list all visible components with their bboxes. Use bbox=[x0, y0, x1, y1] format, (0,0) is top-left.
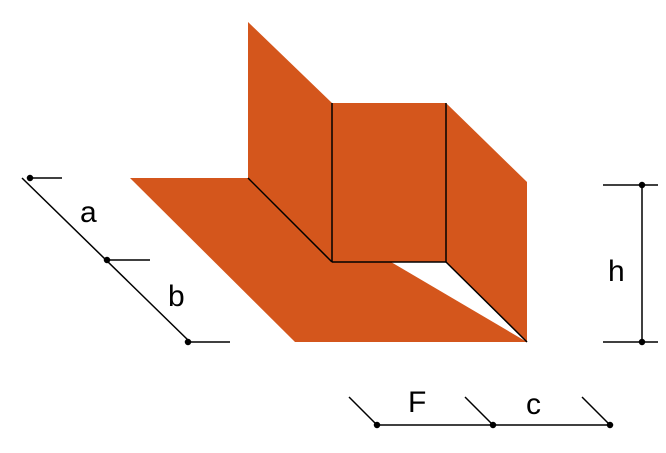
right-flange bbox=[446, 103, 527, 342]
dimension-fc-mid-tick bbox=[464, 396, 496, 428]
base-plate bbox=[130, 178, 527, 342]
dimension-b-end-dot bbox=[184, 338, 192, 346]
dimension-f-start-dot bbox=[373, 421, 381, 429]
label-h: h bbox=[608, 255, 625, 288]
dimension-h-top-dot bbox=[638, 181, 646, 189]
dimension-f-start-tick bbox=[348, 396, 380, 428]
fold-edge-right-base bbox=[445, 261, 528, 343]
fold-edges bbox=[247, 103, 528, 343]
dimension-fc bbox=[348, 396, 614, 429]
dimension-h bbox=[603, 181, 658, 346]
folded-sheet-shape bbox=[130, 22, 527, 342]
label-F: F bbox=[408, 386, 426, 419]
dimension-h-bottom-dot bbox=[638, 338, 646, 346]
dimension-c-end-tick bbox=[581, 396, 613, 428]
left-wall bbox=[248, 22, 332, 262]
dimension-ab-mid-dot bbox=[103, 256, 111, 264]
dimension-ab bbox=[21, 174, 230, 346]
back-panel bbox=[332, 103, 446, 262]
dimension-a-start-dot bbox=[26, 174, 34, 182]
label-a: a bbox=[80, 196, 97, 229]
dimension-c-end-dot bbox=[606, 421, 614, 429]
dimension-fc-mid-dot bbox=[489, 421, 497, 429]
fold-edge-left-base bbox=[247, 177, 333, 263]
label-b: b bbox=[168, 280, 185, 313]
label-c: c bbox=[526, 388, 541, 421]
